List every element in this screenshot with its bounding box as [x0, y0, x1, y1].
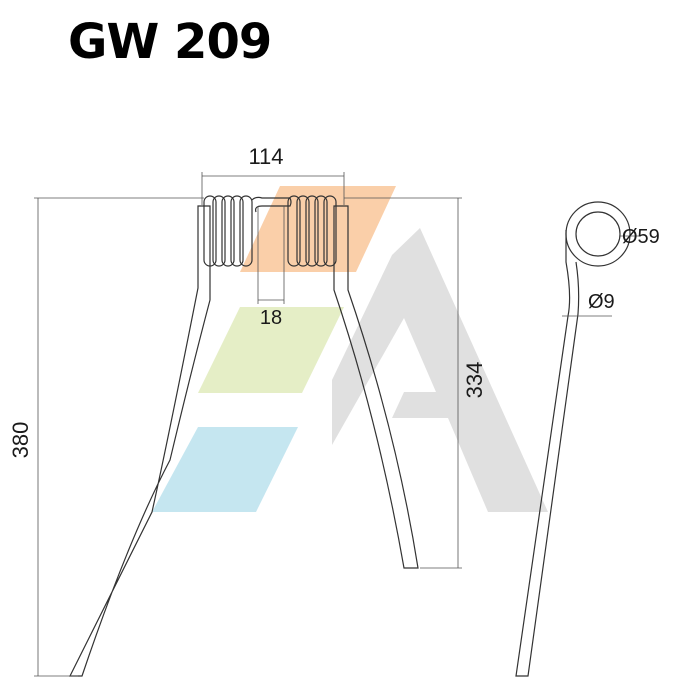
- watermark-stripe-blue: [152, 427, 298, 512]
- dimension-width: [201, 172, 345, 205]
- left-leg: [69, 205, 211, 677]
- dimension-height-leg-label: 334: [462, 362, 487, 399]
- tine-front-view: [69, 195, 419, 677]
- tine-side-view: [515, 201, 631, 677]
- dimension-width-label: 114: [248, 144, 283, 169]
- coil-bridge: [251, 196, 292, 213]
- watermark-logo: [152, 186, 548, 512]
- watermark-stripe-green: [198, 307, 344, 393]
- dimension-gap-label: 18: [260, 307, 282, 329]
- dimension-height-total: [34, 197, 204, 677]
- side-leg: [515, 230, 580, 677]
- right-leg: [333, 205, 419, 569]
- dimension-coil-label: Ø59: [622, 226, 660, 248]
- left-coil: [203, 195, 253, 267]
- dimension-wire-label: Ø9: [588, 291, 615, 313]
- dimension-height-leg: [344, 197, 462, 569]
- right-coil: [287, 195, 337, 267]
- part-title: GW 209: [68, 14, 272, 70]
- dimension-height-total-label: 380: [8, 422, 33, 459]
- coil-inner-circle: [575, 211, 621, 257]
- dimension-gap: [257, 206, 285, 304]
- watermark-letter-a: [332, 228, 548, 512]
